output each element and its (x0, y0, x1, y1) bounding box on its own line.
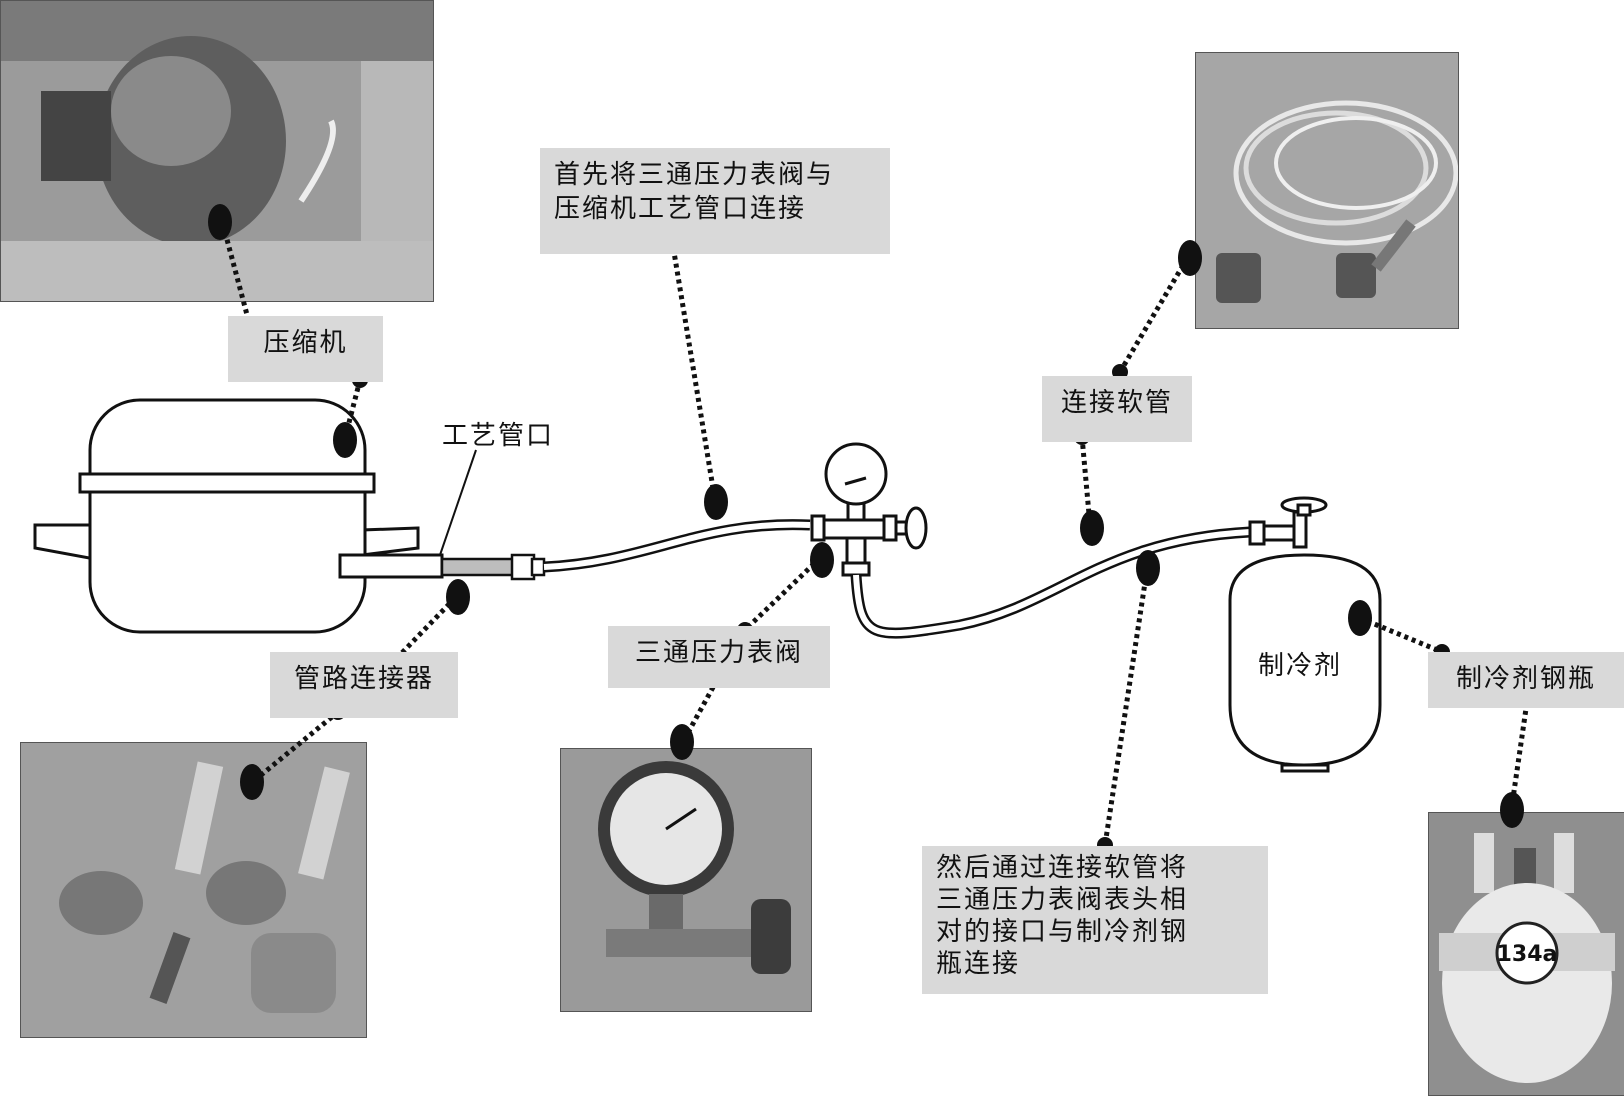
pipe-connector-label: 管路连接器 (270, 652, 458, 718)
pointing-hand-icon (333, 422, 357, 458)
pipe-connector-drawing (440, 553, 546, 581)
cylinder-band-text: 134a (1497, 942, 1558, 967)
compressor-label: 压缩机 (228, 316, 383, 382)
pointing-hand-icon (1348, 600, 1372, 636)
compressor-photo (0, 0, 434, 302)
pointing-hand-icon (704, 484, 728, 520)
three-way-valve-label: 三通压力表阀 (608, 626, 830, 688)
pipe-connector-photo (20, 742, 367, 1038)
leader-lines (222, 231, 1531, 846)
pointing-hand-icon (240, 764, 264, 800)
pointing-hand-icon (670, 724, 694, 760)
pointing-hand-icon (1500, 792, 1524, 828)
connect-hose-label: 连接软管 (1042, 376, 1192, 442)
process-port-leader (439, 449, 477, 556)
compressor-drawing (33, 398, 444, 634)
valve-photo (560, 748, 812, 1012)
refrigerant-cylinder-photo: 134a (1428, 812, 1624, 1096)
second-step-label: 然后通过连接软管将 三通压力表阀表头相 对的接口与制冷剂钢 瓶连接 (922, 846, 1268, 994)
pointing-hand-icon (1178, 240, 1202, 276)
pointing-hand-icon (1136, 550, 1160, 586)
first-step-label: 首先将三通压力表阀与 压缩机工艺管口连接 (540, 148, 890, 254)
pointing-hand-icon (208, 204, 232, 240)
process-port-label: 工艺管口 (442, 421, 555, 451)
refrigerant-tank-label: 制冷剂 (1258, 651, 1343, 681)
pointing-hand-icon (810, 542, 834, 578)
pointing-hand-icon (1080, 510, 1104, 546)
refrigerant-cylinder-label: 制冷剂钢瓶 (1428, 652, 1624, 708)
three-way-valve-drawing (810, 442, 928, 577)
hose-photo (1195, 52, 1459, 329)
pointing-hand-icons (208, 204, 1524, 828)
refrigerant-tank-drawing (1228, 496, 1382, 773)
pointing-hand-icon (446, 579, 470, 615)
